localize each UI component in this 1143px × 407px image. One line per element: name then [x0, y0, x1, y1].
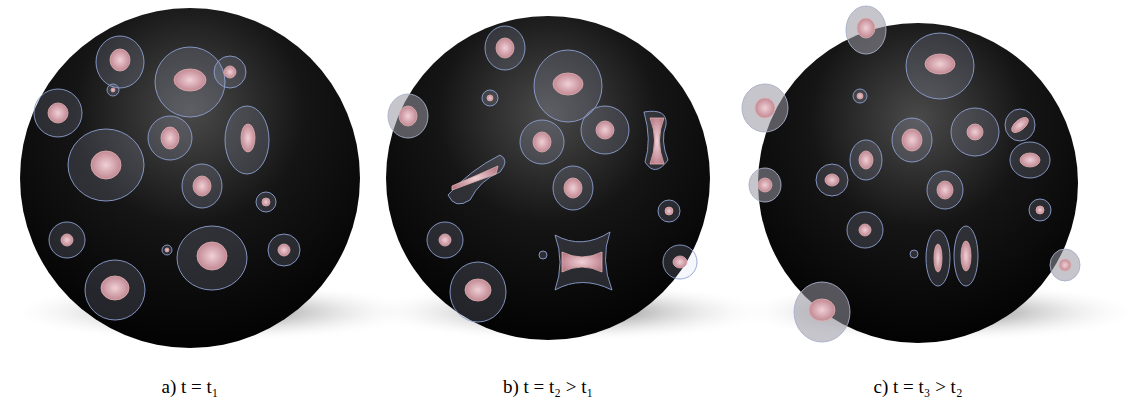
halos-b: [388, 26, 697, 322]
sphere: [20, 8, 360, 348]
sphere: [386, 16, 710, 340]
halos-c: [742, 6, 1080, 342]
panel-caption: c) t = t₃ > t₂: [873, 376, 962, 398]
panel-caption: b) t = t₂ > t₁: [503, 376, 593, 398]
panel-caption: a) t = t₁: [162, 376, 219, 398]
sphere: [758, 23, 1078, 343]
halos-a: [34, 36, 300, 320]
